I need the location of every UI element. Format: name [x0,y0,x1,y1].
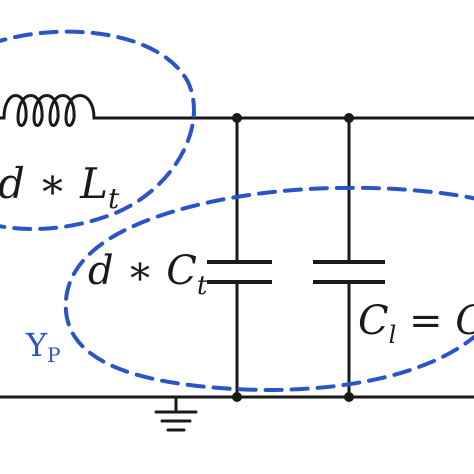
junction-dot-bottom-left [232,392,242,402]
cap-left-label: d ∗ Ct [88,248,208,301]
junction-dot-top-left [232,113,242,123]
ground-icon [154,395,198,432]
admittance-dashed-loop [63,185,474,392]
inductor-dashed-loop [0,29,196,231]
inductor-coil [0,94,100,127]
cap-right-label: Cl = Cli [358,298,474,349]
junction-dot-top-right [344,113,354,123]
inductor-label: d ∗ Lt [0,159,120,215]
junction-dot-bottom-right [344,392,354,402]
admittance-label: YP [25,326,61,367]
